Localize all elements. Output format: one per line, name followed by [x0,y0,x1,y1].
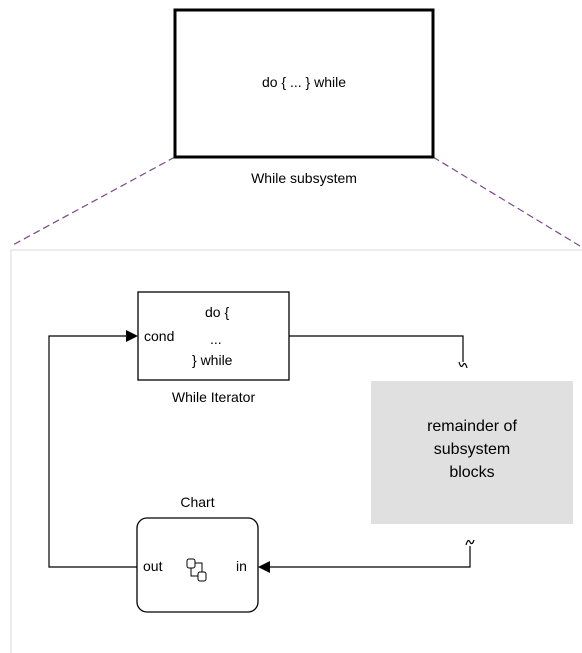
while-iterator-block[interactable] [137,291,290,381]
stateflow-chart-icon [186,558,207,582]
remainder-line-1: remainder of [427,418,517,435]
while-subsystem-block[interactable] [173,8,435,159]
while-subsystem-caption: While subsystem [251,170,357,186]
remainder-line-2: subsystem [433,441,511,458]
chart-in-port: in [236,558,247,574]
chart-block[interactable] [136,517,259,613]
cond-arrowhead [126,330,138,342]
zoom-connector-left [10,156,176,247]
while-subsystem-label: do { ... } while [261,74,347,90]
line-break-symbol-top [458,361,468,369]
chart-in-arrowhead [258,561,270,573]
iterator-while-text: } while [192,352,233,368]
iterator-do-text: do { [205,304,230,320]
zoom-connector-right [432,156,581,247]
iterator-to-remainder-line [289,335,464,362]
remainder-subsystem-block[interactable] [371,381,573,524]
remainder-line-3: blocks [449,464,495,481]
remainder-label: remainder of subsystem blocks [371,415,573,484]
remainder-to-chart-line [262,546,471,568]
iterator-ellipsis: ... [210,331,222,347]
expanded-view-panel-border [10,249,582,653]
chart-out-port: out [143,558,163,574]
line-break-symbol-bottom [465,539,475,546]
chart-to-iterator-feedback-line [48,335,137,568]
while-iterator-caption: While Iterator [171,389,256,405]
chart-caption: Chart [180,494,215,510]
iterator-cond-port: cond [144,328,175,344]
